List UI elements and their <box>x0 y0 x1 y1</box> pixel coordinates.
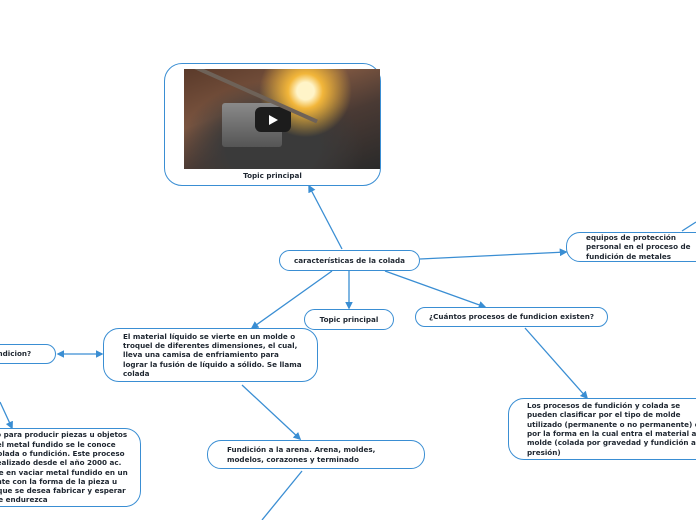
link-central-video <box>308 184 343 250</box>
que-es-node[interactable]: ¿Qué es la fundicion? <box>0 344 56 364</box>
topic-video-label: Topic principal <box>243 171 302 180</box>
material-node[interactable]: El material líquido se vierte en un mold… <box>103 328 318 382</box>
arena-label: Fundición a la arena. Arena, moldes, mod… <box>227 445 376 464</box>
topic-small-node[interactable]: Topic principal <box>304 309 394 330</box>
central-topic-label: características de la colada <box>294 255 405 265</box>
arena-node[interactable]: Fundición a la arena. Arena, moldes, mod… <box>207 440 425 469</box>
cuantos-label: ¿Cuántos procesos de fundicion existen? <box>428 312 595 322</box>
video-thumbnail[interactable] <box>184 69 380 169</box>
definicion-label: Proceso para producir piezas u objetos d… <box>0 430 128 505</box>
play-button[interactable] <box>255 107 291 132</box>
link-central-cuantos <box>384 270 487 309</box>
link-arena-offscreen <box>261 470 303 520</box>
cuantos-node[interactable]: ¿Cuántos procesos de fundicion existen? <box>415 307 608 327</box>
epp-label: equipos de protección personal en el pro… <box>586 233 691 261</box>
definicion-node[interactable]: Proceso para producir piezas u objetos d… <box>0 428 141 507</box>
link-central-epp <box>419 248 568 260</box>
topic-small-label: Topic principal <box>319 314 379 324</box>
epp-node[interactable]: equipos de protección personal en el pro… <box>566 232 696 262</box>
procesos-label: Los procesos de fundición y colada se pu… <box>527 401 696 457</box>
play-icon <box>269 114 278 125</box>
material-label: El material líquido se vierte en un mold… <box>123 331 302 378</box>
link-cuantos-procesos <box>524 327 589 400</box>
central-topic-node[interactable]: características de la colada <box>279 250 420 271</box>
link-epp-offscreen <box>681 221 696 232</box>
link-que-es-definicion <box>0 401 13 430</box>
topic-video-node[interactable]: Topic principal <box>164 63 381 186</box>
link-material-arena <box>241 384 302 441</box>
link-central-material <box>250 270 333 329</box>
procesos-node[interactable]: Los procesos de fundición y colada se pu… <box>508 398 696 460</box>
que-es-label: ¿Qué es la fundicion? <box>0 349 32 359</box>
